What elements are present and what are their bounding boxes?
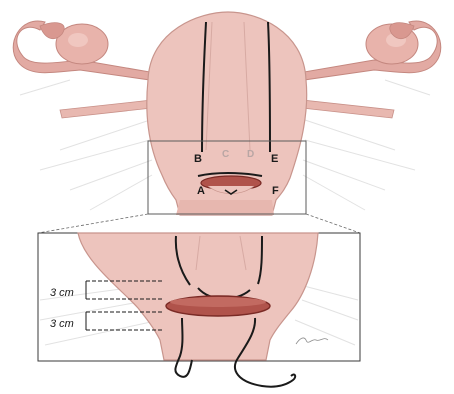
- label-c: C: [222, 149, 229, 160]
- label-a: A: [197, 185, 205, 197]
- label-f: F: [272, 185, 279, 197]
- label-e: E: [271, 153, 278, 165]
- cervix: [176, 200, 274, 215]
- right-ligament: [302, 100, 394, 118]
- label-d: D: [247, 149, 254, 160]
- left-adnexa: [13, 21, 152, 118]
- label-3cm-upper: 3 cm: [50, 287, 74, 299]
- zoom-guides: [38, 214, 360, 233]
- label-3cm-lower: 3 cm: [50, 318, 74, 330]
- left-ligament: [60, 100, 152, 118]
- top-panel: B C D E A F: [13, 12, 441, 215]
- right-adnexa: [302, 21, 441, 118]
- bottom-panel: 3 cm 3 cm: [38, 233, 360, 387]
- label-b: B: [194, 153, 202, 165]
